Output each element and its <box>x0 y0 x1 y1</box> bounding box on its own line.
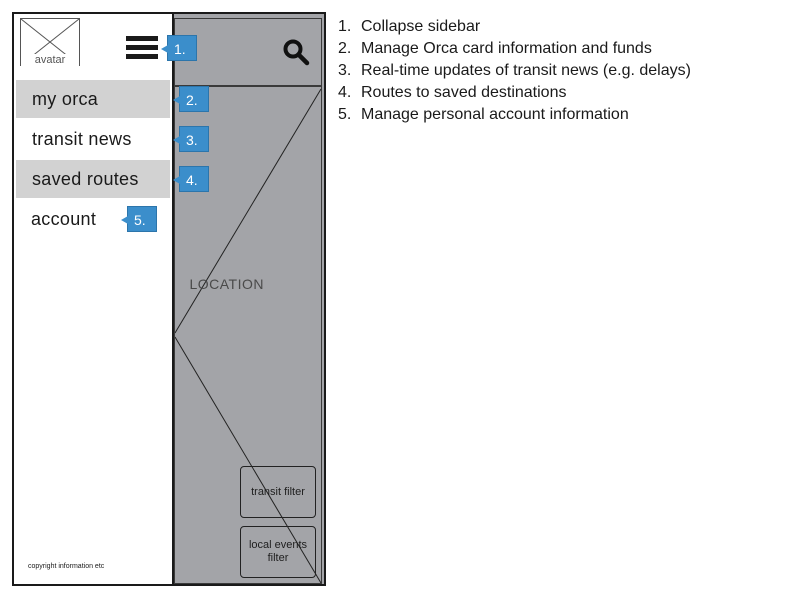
callout-badge-2: 2. <box>173 86 209 112</box>
sidebar-item-transit-news[interactable]: transit news <box>32 129 132 149</box>
callout-badge-4: 4. <box>173 166 209 192</box>
avatar[interactable]: avatar <box>20 18 80 66</box>
map-view[interactable] <box>174 86 322 584</box>
legend-item: 4.Routes to saved destinations <box>338 84 567 101</box>
sidebar-item-account[interactable]: account <box>31 209 97 229</box>
map-location-label: LOCATION <box>189 276 264 292</box>
legend-item: 5.Manage personal account information <box>338 106 629 123</box>
copyright-footer: copyright information etc <box>28 563 105 570</box>
map-placeholder-cross <box>175 88 322 584</box>
avatar-label: avatar <box>21 54 79 66</box>
annotation-legend: 1.Collapse sidebar 2.Manage Orca card in… <box>338 16 691 126</box>
hamburger-menu-icon[interactable] <box>126 36 158 62</box>
transit-filter-button[interactable]: transit filter <box>240 466 316 518</box>
legend-item: 3.Real-time updates of transit news (e.g… <box>338 62 691 79</box>
callout-badge-3: 3. <box>173 126 209 152</box>
phone-wireframe: LOCATION transit filter local events fil… <box>12 12 326 586</box>
sidebar-item-my-orca[interactable]: my orca <box>16 80 170 118</box>
legend-item: 2.Manage Orca card information and funds <box>338 40 652 57</box>
search-icon[interactable] <box>282 38 310 66</box>
sidebar-item-saved-routes[interactable]: saved routes <box>16 160 170 198</box>
local-events-filter-button[interactable]: local events filter <box>240 526 316 578</box>
sidebar: avatar my orca transit news saved routes… <box>14 14 174 584</box>
legend-item: 1.Collapse sidebar <box>338 18 481 35</box>
callout-badge-1: 1. <box>161 35 197 61</box>
callout-badge-5: 5. <box>121 206 157 232</box>
